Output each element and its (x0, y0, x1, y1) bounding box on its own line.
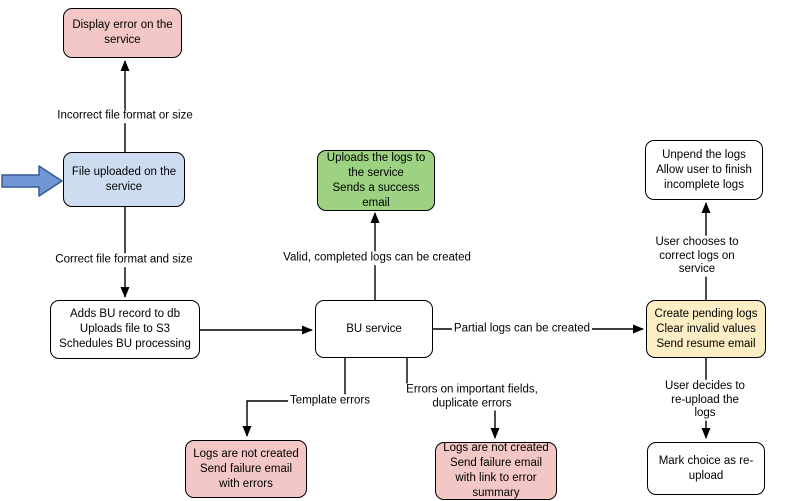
edge-label-incorrect-file: Incorrect file format or size (55, 109, 195, 123)
node-label: Mark choice as re- upload (658, 454, 754, 482)
edge-label-correct-file: Correct file format and size (53, 253, 195, 267)
node-label: Adds BU record to db Uploads file to S3 … (59, 308, 191, 350)
node-logs-failure-errors: Logs are not created Send failure email … (185, 440, 307, 498)
node-logs-failure-summary: Logs are not created Send failure email … (435, 442, 557, 500)
edge-label-partial-logs: Partial logs can be created (451, 322, 593, 336)
edge-label-correct-on-service: User chooses to correct logs on service (645, 235, 749, 277)
node-create-pending-logs: Create pending logs Clear invalid values… (646, 300, 766, 358)
node-label: Display error on the service (72, 19, 173, 46)
node-uploads-logs: Uploads the logs to the service Sends a … (317, 150, 435, 211)
node-label: Create pending logs Clear invalid values… (654, 307, 758, 350)
edge-label-template-errors: Template errors (288, 394, 372, 408)
node-file-uploaded: File uploaded on the service (63, 152, 185, 207)
node-label: Logs are not created Send failure email … (443, 442, 549, 499)
node-label: Unpend the logs Allow user to finish inc… (656, 148, 752, 191)
node-label: Uploads the logs to the service Sends a … (326, 151, 426, 209)
node-bu-service: BU service (315, 300, 433, 358)
edge-label-reupload-logs: User decides to re-upload the logs (657, 379, 753, 421)
node-label: File uploaded on the service (71, 165, 177, 193)
node-adds-bu-record: Adds BU record to db Uploads file to S3 … (50, 300, 200, 359)
entry-arrow-icon (1, 165, 63, 197)
node-unpend-logs: Unpend the logs Allow user to finish inc… (645, 140, 763, 200)
node-mark-reupload: Mark choice as re- upload (647, 442, 765, 495)
edge-label-important-errors: Errors on important fields, duplicate er… (404, 383, 540, 411)
edge-label-valid-logs: Valid, completed logs can be created (281, 251, 473, 265)
node-display-error: Display error on the service (63, 8, 182, 58)
node-label: BU service (346, 322, 402, 335)
node-label: Logs are not created Send failure email … (193, 447, 299, 490)
